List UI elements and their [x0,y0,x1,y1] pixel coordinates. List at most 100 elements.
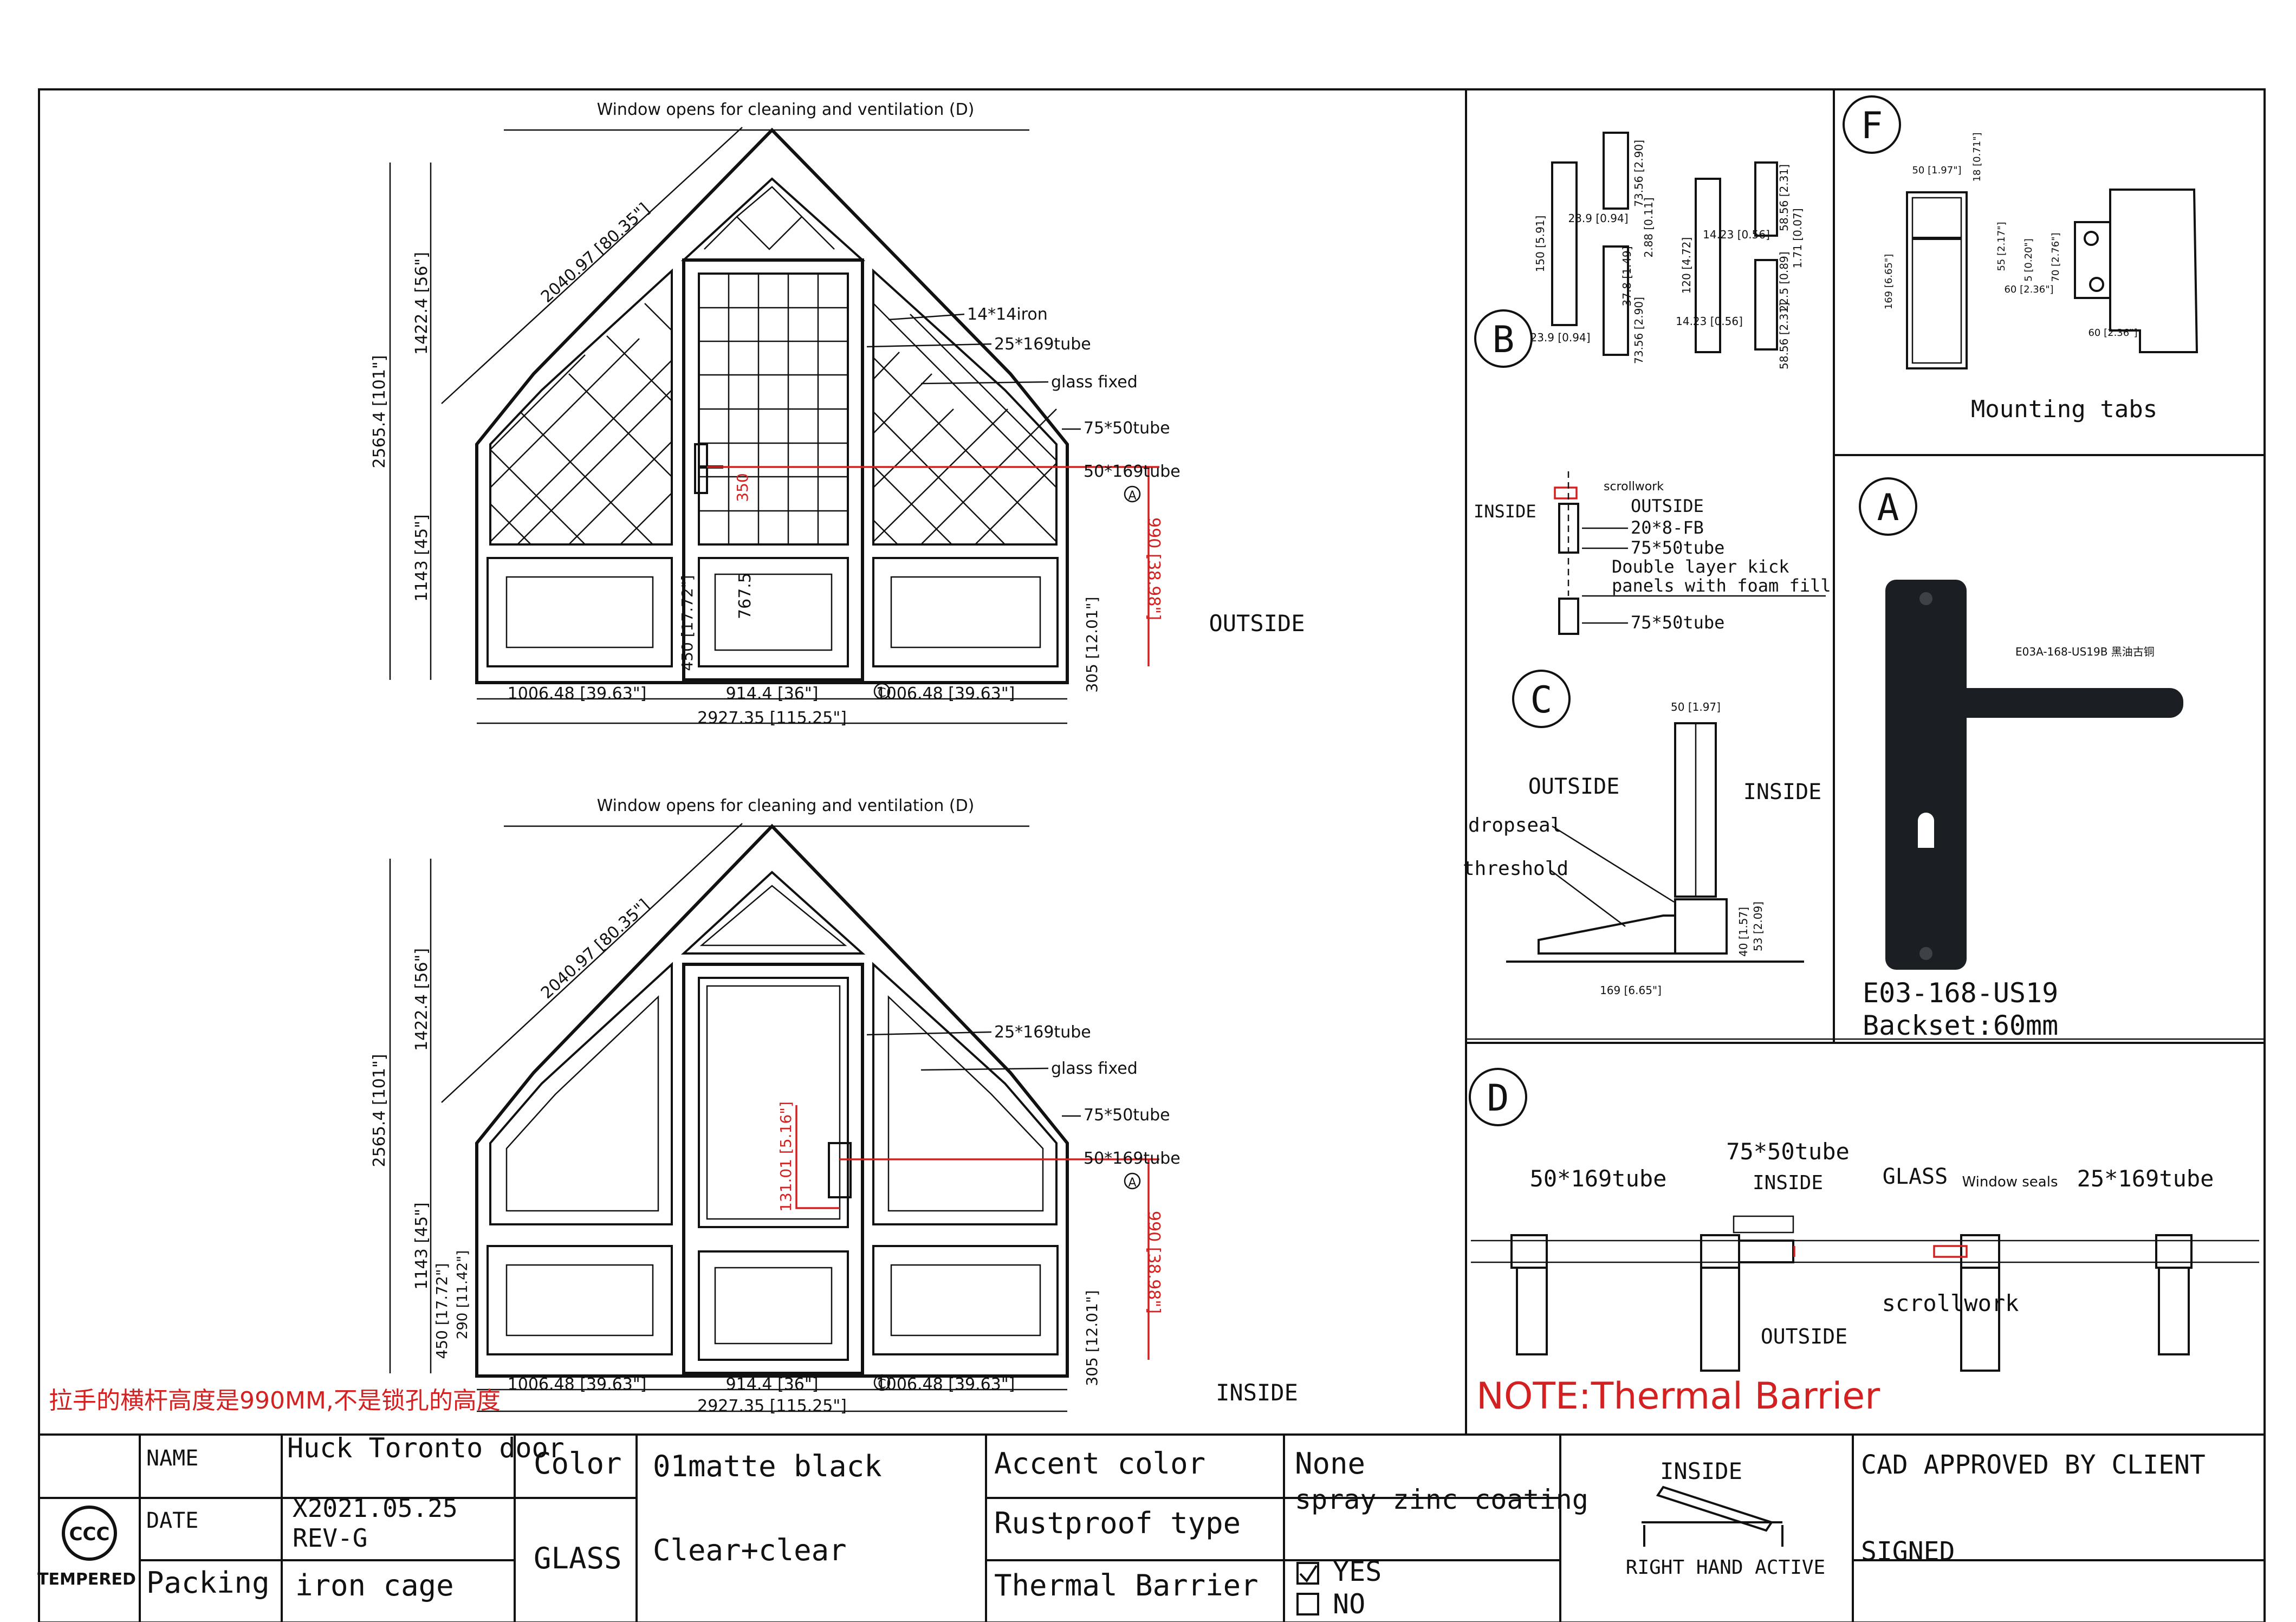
svg-text:INSIDE: INSIDE [1743,780,1822,804]
svg-text:25*169tube: 25*169tube [2077,1165,2214,1192]
detail-d: D 75*50tube 50*169tube INSIDE GLASS Wind… [1469,1068,2259,1418]
door-frame [682,963,864,1375]
dim-767: 767.5 [736,573,755,619]
frame-outline [475,823,1069,1378]
dim-kick2: 290 [11.42"] [455,1250,471,1340]
svg-text:70 [2.76"]: 70 [2.76"] [2050,232,2061,282]
dim-right-width: 1006.48 [39.63"] [876,1375,1015,1394]
callout-iron: 14*14iron [967,305,1048,324]
svg-text:GLASS: GLASS [1883,1164,1948,1189]
dim-total-height: 2565.4 [101"] [370,1054,389,1167]
dim-kick: 450 [17.72"] [433,1263,451,1359]
handle-backplate [1885,580,1967,970]
dim-left-width: 1006.48 [39.63"] [508,684,647,703]
dim-lower-height: 1143 [45"] [412,514,431,601]
svg-text:Window seals: Window seals [1962,1174,2058,1190]
svg-text:37.8 [1.49]: 37.8 [1.49] [1620,246,1633,306]
dim-upper-height: 1422.4 [56"] [412,948,431,1051]
detail-mark: B [1493,319,1515,361]
date-value: X2021.05.25 [293,1494,458,1523]
handle-backset: Backset:60mm [1863,1010,2058,1041]
transom [680,871,866,955]
svg-text:2.88 [0.11]: 2.88 [0.11] [1642,197,1655,257]
sidelite-right [872,268,1058,546]
svg-text:73.56 [2.90]: 73.56 [2.90] [1632,297,1645,364]
rust-value: spray zinc coating [1295,1484,1588,1515]
detail-mark: D [1487,1077,1509,1120]
svg-text:scrollwork: scrollwork [1604,480,1664,494]
dim-right-width: 1006.48 [39.63"] [876,684,1015,703]
detail-mark: A [1877,486,1899,529]
callout-75tube: 75*50tube [1084,419,1170,438]
svg-text:scrollwork: scrollwork [1882,1290,2019,1316]
side-label: OUTSIDE [1209,610,1305,637]
detail-mark: F [1861,105,1883,147]
svg-text:20*8-FB: 20*8-FB [1631,517,1704,538]
dim-total-width: 2927.35 [115.25"] [697,709,847,728]
svg-text:18 [0.71"]: 18 [0.71"] [1971,132,1983,181]
detail-b: B 150 [5.91] 23.9 [0.94] 73.56 [2.90] 23… [1474,132,1804,369]
svg-text:23.9 [0.94]: 23.9 [0.94] [1568,212,1628,225]
elevation-top: Window opens for cleaning and ventilatio… [370,100,1305,728]
svg-text:E03A-168-US19B 黑油古铜: E03A-168-US19B 黑油古铜 [2015,645,2155,658]
mark-c: C [878,686,886,700]
door-frame [682,258,864,682]
svg-text:50*169tube: 50*169tube [1530,1165,1667,1192]
elevation-title: Window opens for cleaning and ventilatio… [597,100,975,119]
svg-text:58.56 [2.31]: 58.56 [2.31] [1778,164,1791,231]
door-kick-panel [698,557,849,667]
svg-text:Rustproof type: Rustproof type [994,1506,1241,1540]
transom [680,177,866,261]
svg-text:58.56 [2.31]: 58.56 [2.31] [1778,302,1791,369]
svg-text:YES: YES [1333,1556,1382,1587]
svg-text:50 [1.97"]: 50 [1.97"] [1912,165,1961,176]
rev-value: REV-G [293,1523,367,1553]
side-label: INSIDE [1216,1379,1298,1406]
svg-text:Packing: Packing [146,1566,270,1600]
svg-text:Accent color: Accent color [994,1446,1205,1481]
sheet-border [38,88,2266,1622]
svg-text:GLASS: GLASS [534,1541,622,1575]
svg-text:DATE: DATE [146,1508,198,1533]
svg-text:14.23 [0.56]: 14.23 [0.56] [1703,228,1770,241]
dim-upper-height: 1422.4 [56"] [412,252,431,355]
svg-text:75*50tube: 75*50tube [1631,537,1724,558]
chinese-note: 拉手的横杆高度是990MM,不是锁孔的高度 [49,1387,501,1415]
mark-a: A [1128,1176,1136,1190]
svg-text:40 [1.57]: 40 [1.57] [1737,907,1750,957]
svg-text:dropseal: dropseal [1468,814,1562,836]
sidelite-left [489,268,673,546]
swing-label: RIGHT HAND ACTIVE [1626,1556,1825,1579]
approval-label: CAD APPROVED BY CLIENT [1861,1450,2206,1480]
svg-text:Thermal Barrier: Thermal Barrier [994,1568,1259,1602]
dim-total-height: 2565.4 [101"] [370,355,389,469]
dim-total-width: 2927.35 [115.25"] [697,1397,847,1416]
svg-text:23.9 [0.94]: 23.9 [0.94] [1530,331,1590,344]
detail-c: C OUTSIDE INSIDE dropseal threshold 50 [… [1463,670,1822,997]
sidelite-right [872,962,1058,1225]
svg-text:60 [2.36"]: 60 [2.36"] [2004,284,2053,295]
callout-25tube: 25*169tube [994,335,1091,354]
svg-text:panels with foam fill: panels with foam fill [1612,575,1831,596]
door-lock [828,1142,852,1198]
callout-25tube: 25*169tube [994,1023,1091,1042]
frame-outline [475,127,1069,684]
dim-diagonal: 2040.97 [80.35"] [537,199,653,307]
dim-350: 350 [734,473,751,502]
dim-left-width: 1006.48 [39.63"] [508,1375,647,1394]
svg-text:60 [2.36"]: 60 [2.36"] [2088,327,2137,339]
handle-lever [1912,688,2183,718]
callout-50tube: 50*169tube [1084,462,1181,481]
detail-mark: C [1530,679,1553,722]
svg-text:55 [2.17"]: 55 [2.17"] [1996,222,2007,271]
svg-text:75*50tube: 75*50tube [1631,612,1724,633]
svg-text:75*50tube: 75*50tube [1726,1138,1850,1165]
svg-text:threshold: threshold [1463,858,1568,880]
keyhole [1918,813,1934,848]
svg-text:22.5 [0.89]: 22.5 [0.89] [1778,251,1791,312]
dim-kick: 450 [17.72"] [678,575,696,671]
name-value: Huck Toronto door [287,1432,565,1464]
elevation-title: Window opens for cleaning and ventilatio… [597,796,975,815]
svg-text:120 [4.72]: 120 [4.72] [1680,237,1693,294]
